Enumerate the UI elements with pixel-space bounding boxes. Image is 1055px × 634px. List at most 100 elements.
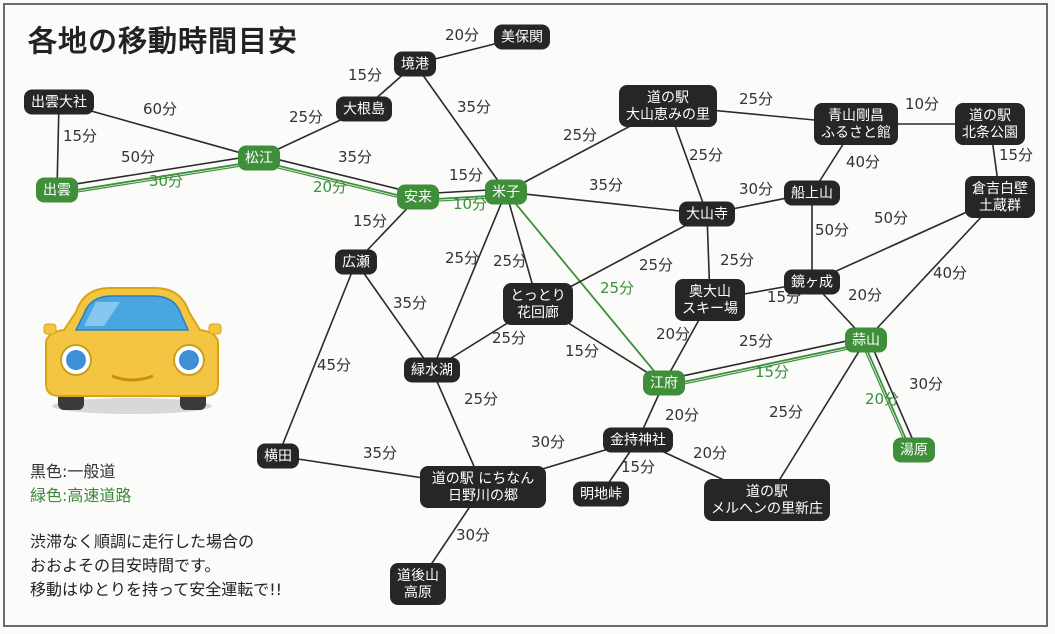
general-route-line xyxy=(56,154,259,188)
place-badge xyxy=(573,481,629,507)
place-mihonoseki[interactable]: 美保関 xyxy=(494,24,550,50)
route-time-label: 30分 xyxy=(456,526,490,544)
general-route-line xyxy=(868,338,918,450)
place-badge xyxy=(704,479,830,521)
page-title: 各地の移動時間目安 xyxy=(28,24,299,58)
general-route-line xyxy=(766,339,867,501)
place-kagaminari[interactable]: 鏡ヶ成 xyxy=(784,269,840,295)
place-name: 松江 xyxy=(245,151,273,167)
general-route-line xyxy=(414,63,507,193)
place-badge xyxy=(955,103,1025,145)
place-badge xyxy=(24,89,94,115)
place-kanemochi[interactable]: 金持神社 xyxy=(603,427,673,453)
time-labels-layer: 20分15分25分35分60分15分50分30分35分20分15分10分25分2… xyxy=(63,26,1033,544)
route-time-label: 15分 xyxy=(348,66,382,84)
place-hiruzen[interactable]: 蒜山 xyxy=(845,327,887,353)
highway-route-line xyxy=(505,191,665,384)
place-badge xyxy=(394,51,436,77)
route-time-label: 25分 xyxy=(492,329,526,347)
highway-route-line xyxy=(664,342,867,387)
place-badge xyxy=(335,249,377,275)
place-yubara[interactable]: 湯原 xyxy=(893,437,935,463)
place-badge xyxy=(679,201,735,227)
map-legend: 黒色:一般道 緑色:高速道路 xyxy=(30,460,131,508)
place-name: 道の駅 xyxy=(969,108,1011,124)
route-time-label: 25分 xyxy=(600,279,634,297)
place-yasugi[interactable]: 安来 xyxy=(397,184,439,210)
route-time-label: 20分 xyxy=(313,178,347,196)
place-name: 金持神社 xyxy=(610,433,666,449)
place-name: 大根島 xyxy=(343,102,385,118)
route-time-label: 20分 xyxy=(865,390,899,408)
highway-route-line xyxy=(57,162,260,196)
place-badge xyxy=(238,145,280,171)
highway-route-line xyxy=(57,160,260,194)
route-time-label: 15分 xyxy=(449,166,483,184)
place-name: 美保関 xyxy=(501,30,543,46)
route-time-label: 15分 xyxy=(621,458,655,476)
place-badge xyxy=(643,370,685,396)
place-badge xyxy=(404,357,460,383)
route-time-label: 20分 xyxy=(656,325,690,343)
general-route-line xyxy=(663,336,866,381)
place-izumo[interactable]: 出雲 xyxy=(36,177,78,203)
route-time-label: 20分 xyxy=(693,444,727,462)
place-hirose[interactable]: 広瀬 xyxy=(335,249,377,275)
place-name: 日野川の郷 xyxy=(448,488,518,504)
place-name: 境港 xyxy=(401,57,429,73)
place-sakaiminato[interactable]: 境港 xyxy=(394,51,436,77)
place-badge xyxy=(390,563,446,605)
place-name: 蒜山 xyxy=(852,333,880,349)
route-time-label: 25分 xyxy=(720,251,754,269)
place-name: 奥大山 xyxy=(689,283,731,300)
place-name: メルヘンの里新庄 xyxy=(711,500,823,517)
place-name: 土蔵群 xyxy=(979,198,1021,214)
general-route-line xyxy=(259,154,419,195)
note-line: おおよその目安時間です。 xyxy=(30,556,221,575)
note-line: 渋滞なく順調に走行した場合の xyxy=(30,532,255,551)
route-time-label: 25分 xyxy=(769,403,803,421)
route-time-label: 15分 xyxy=(63,127,97,145)
place-name: 北条公園 xyxy=(962,124,1018,141)
place-matsue[interactable]: 松江 xyxy=(238,145,280,171)
place-badge xyxy=(619,85,717,127)
route-time-label: 35分 xyxy=(393,294,427,312)
route-time-label: 25分 xyxy=(739,90,773,108)
general-route-line xyxy=(431,191,507,371)
route-time-label: 15分 xyxy=(755,363,789,381)
highway-route-line xyxy=(258,160,418,201)
place-yokota[interactable]: 横田 xyxy=(257,443,299,469)
place-funanoue[interactable]: 船上山 xyxy=(784,180,840,206)
place-badge xyxy=(397,184,439,210)
place-yonago[interactable]: 米子 xyxy=(485,179,527,205)
note-line: 移動はゆとりを持って安全運転で!! xyxy=(30,580,283,599)
place-daisenji[interactable]: 大山寺 xyxy=(679,201,735,227)
place-ryokusuiko[interactable]: 緑水湖 xyxy=(404,357,460,383)
route-time-label: 35分 xyxy=(363,444,397,462)
place-name: スキー場 xyxy=(682,301,738,317)
route-time-label: 25分 xyxy=(563,126,597,144)
place-kofu[interactable]: 江府 xyxy=(643,370,685,396)
place-daikonshima[interactable]: 大根島 xyxy=(336,96,392,122)
place-badge xyxy=(336,96,392,122)
place-izumotaisha[interactable]: 出雲大社 xyxy=(24,89,94,115)
general-route-line xyxy=(865,196,1001,341)
route-time-label: 25分 xyxy=(689,146,723,164)
place-name: 出雲大社 xyxy=(31,95,87,111)
highway-route-line xyxy=(257,162,417,203)
place-myochi[interactable]: 明地峠 xyxy=(573,481,629,507)
place-name: 高原 xyxy=(404,584,432,601)
place-badge xyxy=(784,269,840,295)
place-name: 道の駅 xyxy=(746,484,788,500)
